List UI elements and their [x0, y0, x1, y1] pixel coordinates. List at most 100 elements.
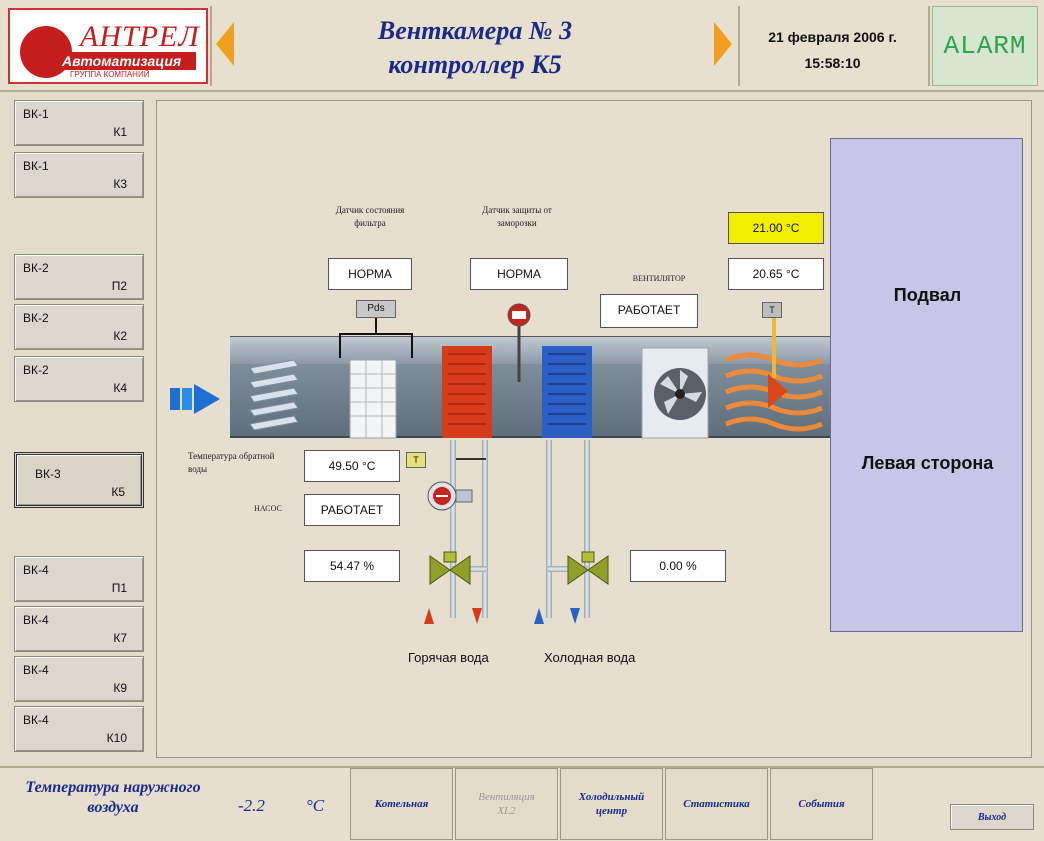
sidebar-item-sublabel: К2: [113, 329, 127, 343]
sidebar-item-label: ВК-2: [23, 261, 49, 275]
supply-temp-sensor-button[interactable]: T: [762, 302, 782, 318]
nav-cooling-center-button[interactable]: Холодильный центр: [560, 768, 663, 840]
sidebar-item-label: ВК-4: [23, 663, 49, 677]
nav-button-label: Котельная: [374, 798, 429, 810]
sidebar-item-label: ВК-3: [35, 467, 61, 481]
hot-supply-arrow-icon: [424, 608, 434, 624]
prev-arrow-icon[interactable]: [216, 22, 234, 66]
logo-group: ГРУППА КОМПАНИЙ: [70, 70, 150, 79]
sidebar-item-label: ВК-2: [23, 363, 49, 377]
sidebar-item-sublabel: К7: [113, 631, 127, 645]
nav-button-label: Холодильный центр: [578, 791, 645, 817]
water-flow-arrows: [424, 608, 580, 624]
return-water-sensor-button[interactable]: T: [406, 452, 426, 468]
title-line-2: контроллер К5: [388, 50, 562, 79]
cold-supply-arrow-icon: [534, 608, 544, 624]
nav-statistics-button[interactable]: Статистика: [665, 768, 768, 840]
next-arrow-icon[interactable]: [714, 22, 732, 66]
date-text: 21 февраля 2006 г.: [768, 29, 897, 45]
sidebar-item-sublabel: К10: [106, 731, 127, 745]
supply-temp-probe: [772, 318, 776, 378]
filter-status-value: НОРМА: [328, 258, 412, 290]
cold-valve-value[interactable]: 0.00 %: [630, 550, 726, 582]
room-label-1: Подвал: [893, 285, 962, 305]
frost-sensor-icon[interactable]: [504, 302, 534, 384]
alarm-label: ALARM: [943, 31, 1027, 61]
hot-supply-pipe: [450, 440, 456, 618]
supply-air-flow-icon: [725, 352, 823, 432]
frost-status-value: НОРМА: [470, 258, 568, 290]
sidebar-item-sublabel: К3: [113, 177, 127, 191]
nav-ventilation-xl2-button[interactable]: Вентиляция XL2: [455, 768, 558, 840]
supply-temp-value: 20.65 °C: [728, 258, 824, 290]
temp-setpoint-value[interactable]: 21.00 °C: [728, 212, 824, 244]
sidebar-item-label: ВК-1: [23, 107, 49, 121]
cold-supply-pipe: [546, 440, 552, 618]
water-heater-coil-icon: [442, 346, 492, 438]
time-text: 15:58:10: [804, 55, 861, 71]
exit-button-label: Выход: [977, 811, 1007, 823]
served-room: Подвал Левая сторона: [830, 138, 1023, 632]
title-line-1: Венткамера № 3: [377, 16, 573, 45]
cold-return-pipe: [584, 440, 590, 618]
pds-sensor-button[interactable]: Pds: [356, 300, 396, 318]
return-water-temp-value: 49.50 °C: [304, 450, 400, 482]
sidebar-item-label: ВК-4: [23, 713, 49, 727]
logo-title: АНТРЕЛ: [80, 20, 200, 53]
fan-status-value: РАБОТАЕТ: [600, 294, 698, 328]
circulation-pump-icon[interactable]: [426, 480, 478, 514]
sidebar-item-sublabel: К9: [113, 681, 127, 695]
sidebar-item-label: ВК-4: [23, 613, 49, 627]
exit-button[interactable]: Выход: [950, 804, 1034, 830]
hot-water-label: Горячая вода: [408, 650, 489, 665]
fan-label: ВЕНТИЛЯТОР: [632, 274, 686, 283]
supply-fan-icon[interactable]: [640, 346, 710, 440]
frost-sensor-label: Датчик защиты от заморозки: [482, 205, 552, 228]
hot-water-valve-icon[interactable]: [424, 550, 476, 590]
water-cooler-coil-icon: [542, 346, 592, 438]
outdoor-temp-value: -2.2: [238, 796, 265, 815]
datetime: 21 февраля 2006 г. 15:58:10: [740, 24, 925, 76]
cold-water-label: Холодная вода: [544, 650, 636, 665]
sidebar-item-sublabel: П2: [111, 279, 127, 293]
nav-events-button[interactable]: События: [770, 768, 873, 840]
hot-return-pipe: [482, 440, 488, 618]
pump-status-value: РАБОТАЕТ: [304, 494, 400, 526]
header-divider: [738, 6, 740, 86]
header-divider: [210, 6, 212, 86]
air-inflow-arrow-icon: [170, 384, 220, 414]
sidebar-item-sublabel: К4: [113, 381, 127, 395]
air-filter-icon: [349, 359, 397, 439]
sidebar-item-sublabel: К5: [111, 485, 125, 499]
nav-boiler-button[interactable]: Котельная: [350, 768, 453, 840]
sidebar-item-label: ВК-1: [23, 159, 49, 173]
cold-water-valve-icon[interactable]: [562, 550, 614, 590]
header-divider: [928, 6, 930, 86]
pump-label: НАСОС: [254, 504, 282, 513]
hot-valve-value[interactable]: 54.47 %: [304, 550, 400, 582]
alarm-indicator[interactable]: ALARM: [932, 6, 1038, 86]
sidebar-item-sublabel: П1: [111, 581, 127, 595]
filter-pressure-tubes: [339, 316, 413, 358]
filter-sensor-label: Датчик состояния фильтра: [335, 205, 405, 228]
page-title: Венткамера № 3 контроллер К5: [250, 14, 700, 82]
company-logo: АНТРЕЛ Автоматизация ГРУППА КОМПАНИЙ: [8, 8, 208, 84]
sidebar-item-label: ВК-4: [23, 563, 49, 577]
sidebar-item-label: ВК-2: [23, 311, 49, 325]
air-damper-icon[interactable]: [244, 358, 304, 442]
cold-return-arrow-icon: [570, 608, 580, 624]
sidebar-item-sublabel: К1: [113, 125, 127, 139]
outdoor-temp-unit: °C: [306, 796, 325, 815]
return-water-label: Температура обратной воды: [188, 451, 275, 474]
nav-button-label: Вентиляция XL2: [478, 791, 535, 817]
